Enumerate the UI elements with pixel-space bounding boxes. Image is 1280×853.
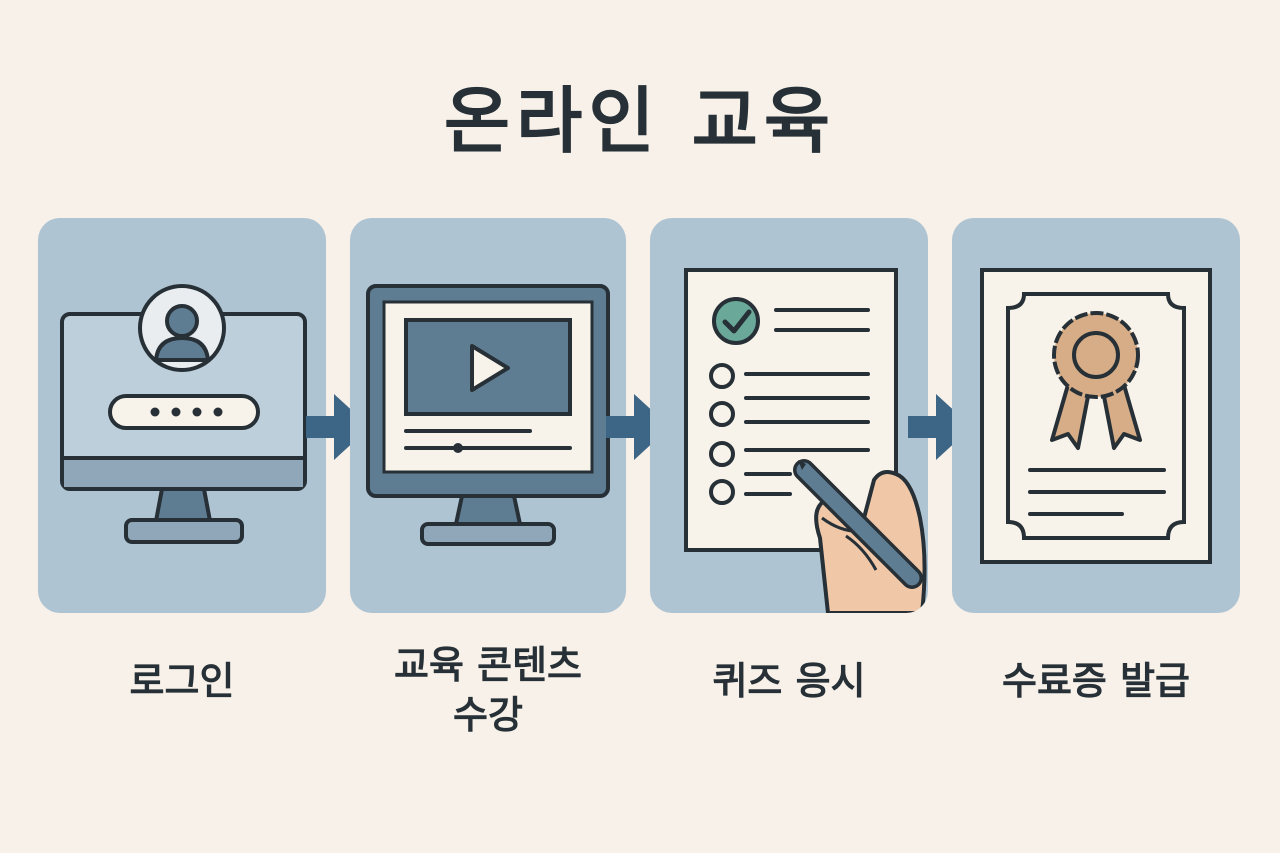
arrow-right-icon — [306, 394, 370, 460]
step-card-login — [38, 218, 326, 613]
arrow-right-icon — [908, 394, 972, 460]
step-label-video: 교육 콘텐츠 수강 — [393, 643, 583, 737]
step-label-quiz: 퀴즈 응시 — [712, 659, 866, 703]
step-card-video — [350, 218, 626, 613]
login-monitor-icon — [60, 284, 307, 544]
certificate-icon — [980, 268, 1212, 564]
step-card-certificate — [952, 218, 1240, 613]
step-card-quiz — [650, 218, 928, 613]
arrow-right-icon — [606, 394, 670, 460]
page-title: 온라인 교육 — [443, 79, 837, 163]
step-label-login: 로그인 — [129, 659, 235, 703]
step-label-certificate: 수료증 발급 — [1001, 659, 1191, 703]
quiz-checklist-icon — [684, 268, 927, 613]
video-lesson-icon — [366, 284, 610, 546]
